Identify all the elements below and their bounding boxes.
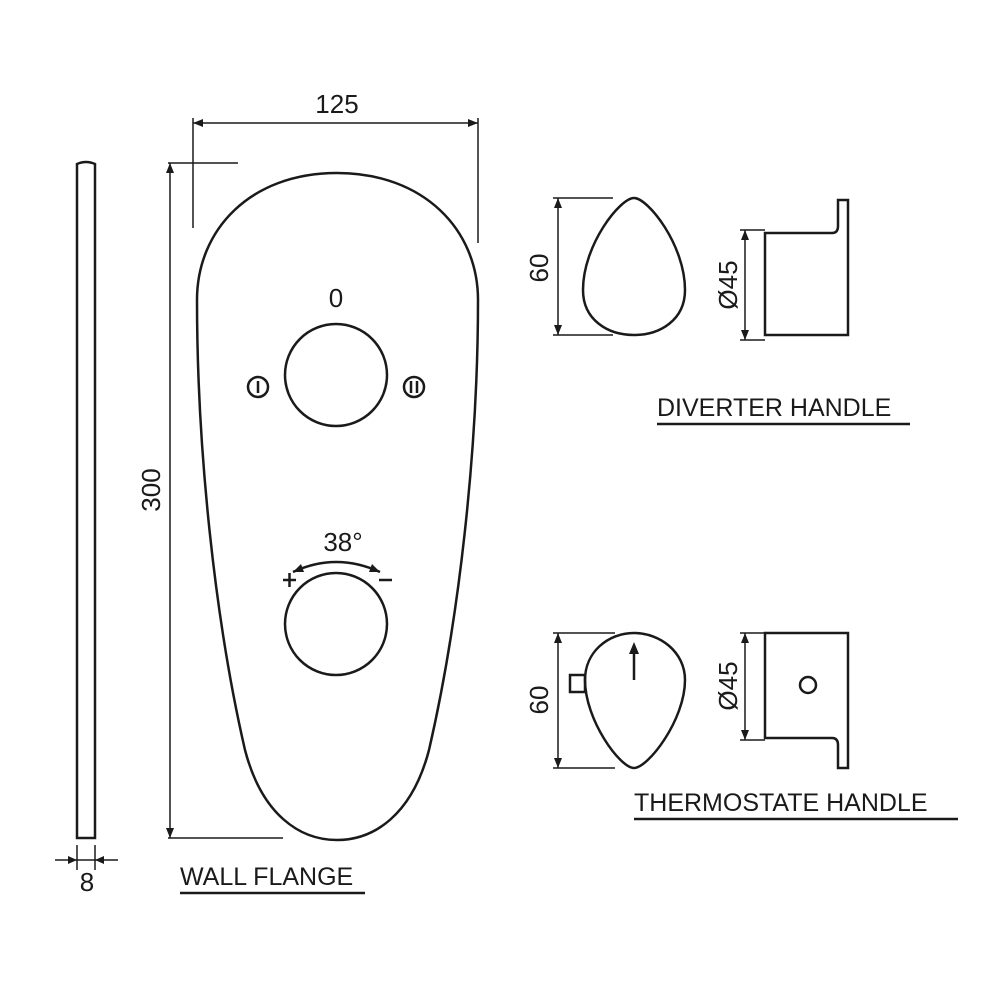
plus-sign-icon [283,573,296,587]
thickness-dimension-label: 8 [80,867,94,897]
thermostat-stop-tab [568,673,587,694]
diverter-handle-title: DIVERTER HANDLE [657,394,891,422]
thermostat-set-screw [798,675,818,695]
position-one-marker [246,375,270,399]
position-off-label: 0 [329,283,343,313]
flange-outline [195,171,480,842]
diverter-height-label: 60 [524,254,554,283]
diverter-diameter-label: Ø45 [713,260,743,309]
height-dimension-label: 300 [136,468,166,511]
width-dimension-label: 125 [315,89,358,119]
wall-flange-front: 125 300 0 38° WALL FLANGE [136,89,480,895]
thermostat-diameter-label: Ø45 [713,661,743,710]
diverter-front-view [581,196,687,337]
temperature-indicator-arrow-icon [629,642,639,654]
diverter-side-view [763,198,850,337]
rotation-arc [292,560,381,574]
thermostat-handle: 60 Ø45 THERMOSTATE HANDLE [524,631,958,821]
thermostat-height-label: 60 [524,686,554,715]
thermostat-opening [283,571,389,677]
thermostat-side-view [763,631,850,770]
diverter-opening [283,322,389,428]
position-two-marker [402,375,426,399]
rotation-angle-label: 38° [323,527,362,557]
thermostat-front-view [583,631,687,770]
flange-side-profile: 8 [55,160,118,897]
diverter-handle: 60 Ø45 DIVERTER HANDLE [524,196,910,426]
thermostat-handle-title: THERMOSTATE HANDLE [634,789,928,817]
wall-flange-title: WALL FLANGE [180,863,353,891]
